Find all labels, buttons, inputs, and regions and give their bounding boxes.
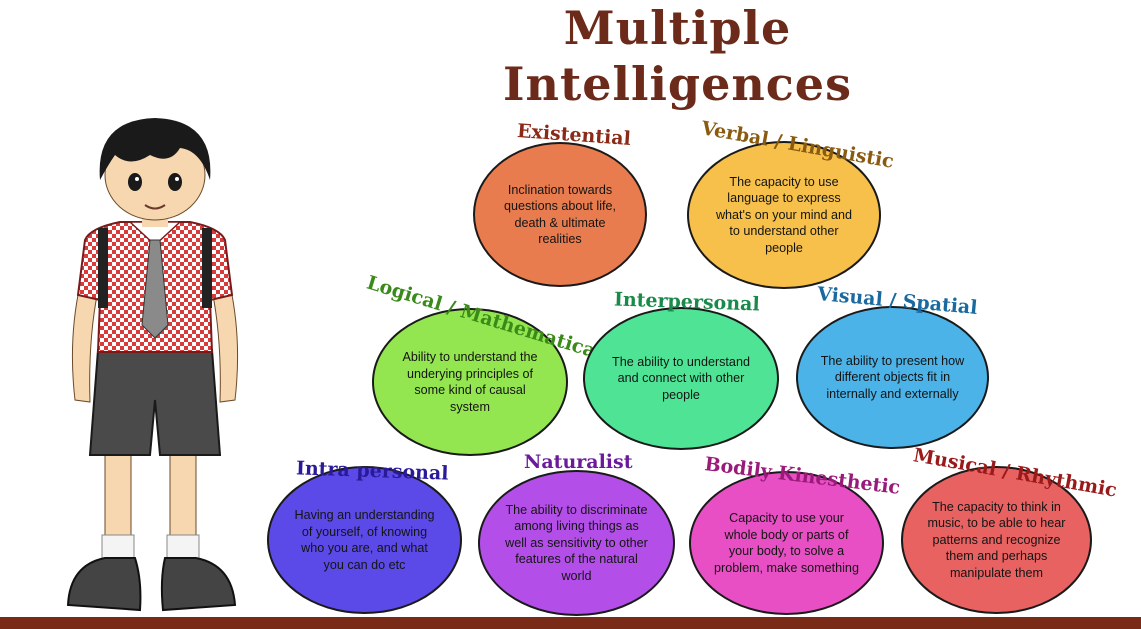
existential-oval: Inclination towards questions about life…	[473, 142, 647, 287]
title-line-1: Multiple	[563, 1, 792, 55]
title-line-2: Intelligences	[503, 57, 852, 111]
page-title: Multiple Intelligences	[440, 0, 915, 112]
interpersonal-label: Interpersonal	[613, 288, 761, 316]
interpersonal-oval: The ability to understand and connect wi…	[583, 307, 779, 450]
bodily-kinesthetic-oval: Capacity to use your whole body or parts…	[689, 471, 884, 615]
intra-personal-oval: Having an understanding of yourself, of …	[267, 466, 462, 614]
naturalist-label: Naturalist	[524, 451, 633, 473]
ground-bar	[0, 617, 1141, 629]
visual-spatial-oval: The ability to present how different obj…	[796, 306, 989, 449]
musical-rhythmic-oval: The capacity to think in music, to be ab…	[901, 466, 1092, 614]
logical-mathematical-oval: Ability to understand the underying prin…	[372, 308, 568, 456]
boy-illustration	[66, 118, 239, 612]
verbal-linguistic-oval: The capacity to use language to express …	[687, 141, 881, 289]
naturalist-oval: The ability to discriminate among living…	[478, 470, 675, 616]
